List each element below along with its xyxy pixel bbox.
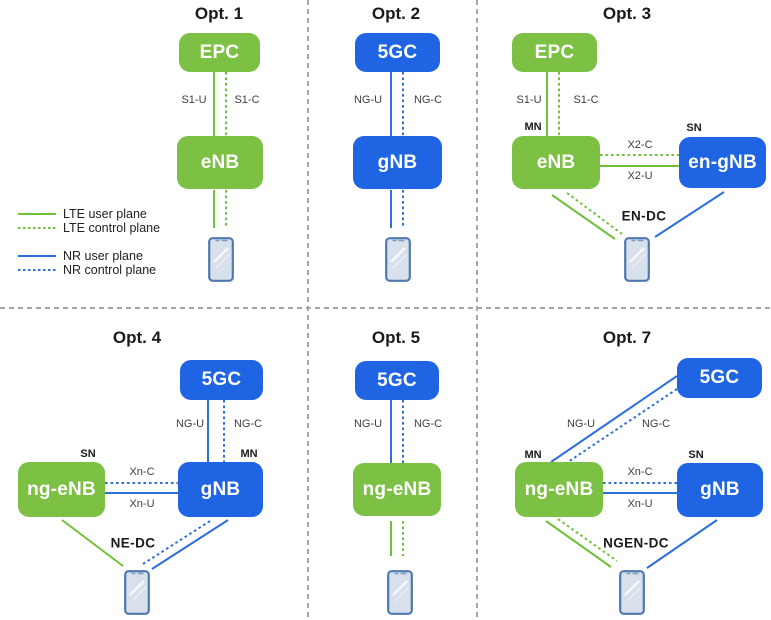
opt4-gnb-ue-user-line	[151, 519, 229, 570]
opt2-title: Opt. 2	[371, 4, 421, 23]
opt5-ue-phone-icon	[387, 570, 413, 615]
opt4-label-ngu: NG-U	[175, 418, 205, 430]
opt7-label-xnc: Xn-C	[627, 466, 653, 478]
opt3-dc-label: EN-DC	[621, 208, 667, 224]
vertical-divider-1	[307, 0, 309, 620]
opt4-role-sn: SN	[80, 448, 96, 460]
opt3-label-x2c: X2-C	[627, 139, 653, 151]
opt1-label-s1u: S1-U	[181, 94, 207, 106]
vertical-divider-2	[476, 0, 478, 620]
opt4-node-gnb: gNB	[178, 462, 263, 517]
opt4-node-5gc: 5GC	[180, 360, 263, 400]
opt4-node-ngenb: ng-eNB	[18, 462, 105, 517]
legend-swatch-lte-user-solid-green-line	[18, 213, 56, 215]
opt4-label-xnu: Xn-U	[129, 498, 155, 510]
opt5-label-ngu: NG-U	[353, 418, 383, 430]
legend: LTE user plane LTE control plane NR user…	[18, 207, 160, 277]
legend-swatch-nr-user-solid-blue-line	[18, 255, 56, 257]
opt7-title: Opt. 7	[602, 328, 652, 347]
horizontal-divider	[0, 307, 771, 309]
opt3-label-x2u: X2-U	[627, 170, 653, 182]
opt2-label-ngc: NG-C	[413, 94, 443, 106]
opt3-node-epc: EPC	[512, 33, 597, 72]
legend-label: LTE control plane	[63, 221, 161, 235]
opt3-node-engnb: en-gNB	[679, 137, 766, 188]
opt7-ngenb-ue-user-line	[545, 520, 612, 568]
opt4-label-xnc: Xn-C	[129, 466, 155, 478]
opt7-label-ngc: NG-C	[641, 418, 671, 430]
opt5-label-ngc: NG-C	[413, 418, 443, 430]
opt7-role-sn: SN	[688, 449, 704, 461]
legend-item-lte-user: LTE user plane	[18, 207, 160, 221]
opt3-label-s1c: S1-C	[573, 94, 599, 106]
opt3-node-enb: eNB	[512, 136, 600, 189]
legend-swatch-nr-control-dotted-blue-line	[18, 269, 56, 271]
legend-label: NR user plane	[63, 249, 143, 263]
legend-item-nr-user: NR user plane	[18, 249, 160, 263]
opt7-dc-label: NGEN-DC	[603, 535, 669, 551]
opt7-role-mn: MN	[524, 449, 542, 461]
opt4-label-ngc: NG-C	[233, 418, 263, 430]
legend-item-lte-control: LTE control plane	[18, 221, 160, 235]
opt1-ue-phone-icon	[208, 237, 234, 282]
opt7-node-ngenb: ng-eNB	[515, 462, 603, 517]
opt2-label-ngu: NG-U	[353, 94, 383, 106]
opt3-enb-ue-user-line	[551, 194, 616, 240]
opt3-enb-ue-control-line	[566, 192, 623, 235]
opt1-node-epc: EPC	[179, 33, 260, 72]
opt5-node-5gc: 5GC	[355, 361, 439, 400]
opt2-node-5gc: 5GC	[355, 33, 440, 72]
legend-item-nr-control: NR control plane	[18, 263, 160, 277]
opt3-role-mn: MN	[524, 121, 542, 133]
opt5-node-ngenb: ng-eNB	[353, 463, 441, 516]
opt7-ue-phone-icon	[619, 570, 645, 615]
opt1-title: Opt. 1	[194, 4, 244, 23]
opt3-ue-phone-icon	[624, 237, 650, 282]
opt7-node-5gc: 5GC	[677, 358, 762, 398]
opt3-title: Opt. 3	[602, 4, 652, 23]
legend-group-gap	[18, 235, 160, 249]
opt7-node-gnb: gNB	[677, 463, 763, 517]
opt1-node-enb: eNB	[177, 136, 263, 189]
opt4-ue-phone-icon	[124, 570, 150, 615]
legend-label: NR control plane	[63, 263, 157, 277]
opt3-label-s1u: S1-U	[516, 94, 542, 106]
opt2-node-gnb: gNB	[353, 136, 442, 189]
opt7-label-xnu: Xn-U	[627, 498, 653, 510]
legend-label: LTE user plane	[63, 207, 147, 221]
opt3-role-sn: SN	[686, 122, 702, 134]
opt4-title: Opt. 4	[112, 328, 162, 347]
opt2-ue-phone-icon	[385, 237, 411, 282]
opt4-role-mn: MN	[240, 448, 258, 460]
opt7-label-ngu: NG-U	[566, 418, 596, 430]
opt4-dc-label: NE-DC	[110, 535, 156, 551]
legend-swatch-lte-control-dotted-green-line	[18, 227, 56, 229]
opt1-label-s1c: S1-C	[234, 94, 260, 106]
opt5-title: Opt. 5	[371, 328, 421, 347]
